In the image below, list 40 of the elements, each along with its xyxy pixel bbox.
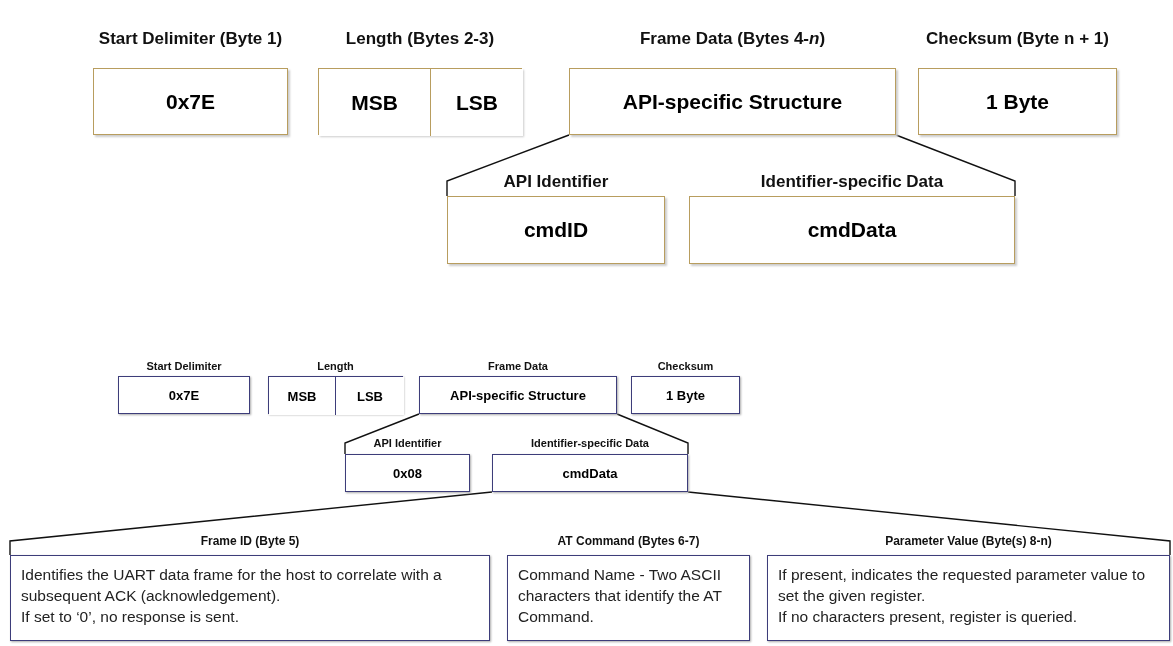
- field-value: 1 Byte: [666, 387, 705, 403]
- expansion-line: [9, 491, 493, 556]
- field-value: 0x7E: [168, 387, 200, 403]
- field-value: MSB: [351, 90, 398, 115]
- description-text: If set to ‘0’, no response is sent.: [21, 607, 240, 627]
- expansion-line: [895, 134, 1016, 197]
- field-heading: Length: [316, 359, 355, 374]
- description-text: If present, indicates the requested parameter value to set the given register.: [778, 565, 1147, 606]
- field-value: cmdData: [562, 465, 618, 481]
- field-heading: Frame Data: [487, 359, 549, 374]
- field-value: API-specific Structure: [450, 387, 586, 403]
- field-heading: Start Delimiter: [145, 359, 223, 374]
- field-heading: Parameter Value (Byte(s) 8-n): [884, 533, 1053, 550]
- field-value: 0x08: [393, 465, 422, 481]
- description-text: If no characters present, register is queried.: [778, 607, 1078, 627]
- expansion-line: [687, 491, 1171, 556]
- field-heading: Frame ID (Byte 5): [199, 533, 301, 550]
- field-value: API-specific Structure: [622, 89, 843, 114]
- expansion-line: [446, 134, 570, 197]
- field-heading: Checksum: [656, 359, 715, 374]
- field-heading: AT Command (Bytes 6-7): [556, 533, 701, 550]
- field-value: 1 Byte: [986, 89, 1049, 114]
- field-heading: Identifier-specific Data: [530, 436, 650, 451]
- description-text: Command Name - Two ASCII characters that identify the AT Command.: [518, 565, 723, 627]
- field-value: LSB: [357, 388, 383, 404]
- expansion-line: [344, 413, 420, 455]
- field-heading: Length (Bytes 2-3): [344, 27, 496, 50]
- field-heading: Start Delimiter (Byte 1): [97, 27, 284, 50]
- field-value: 0x7E: [165, 89, 215, 114]
- expansion-line: [616, 413, 689, 455]
- field-heading: Identifier-specific Data: [759, 170, 945, 193]
- description-text: Identifies the UART data frame for the host to correlate with a subsequent ACK (acknowledgement).: [21, 565, 443, 606]
- field-heading: API Identifier: [372, 436, 443, 451]
- field-value: cmdID: [523, 218, 589, 242]
- field-value: cmdData: [807, 218, 897, 242]
- field-heading: Checksum (Byte n + 1): [925, 27, 1110, 50]
- field-heading: API Identifier: [502, 170, 610, 193]
- field-heading: Frame Data (Bytes 4-n): [638, 27, 827, 50]
- field-value: MSB: [287, 388, 317, 404]
- field-value: LSB: [456, 90, 498, 115]
